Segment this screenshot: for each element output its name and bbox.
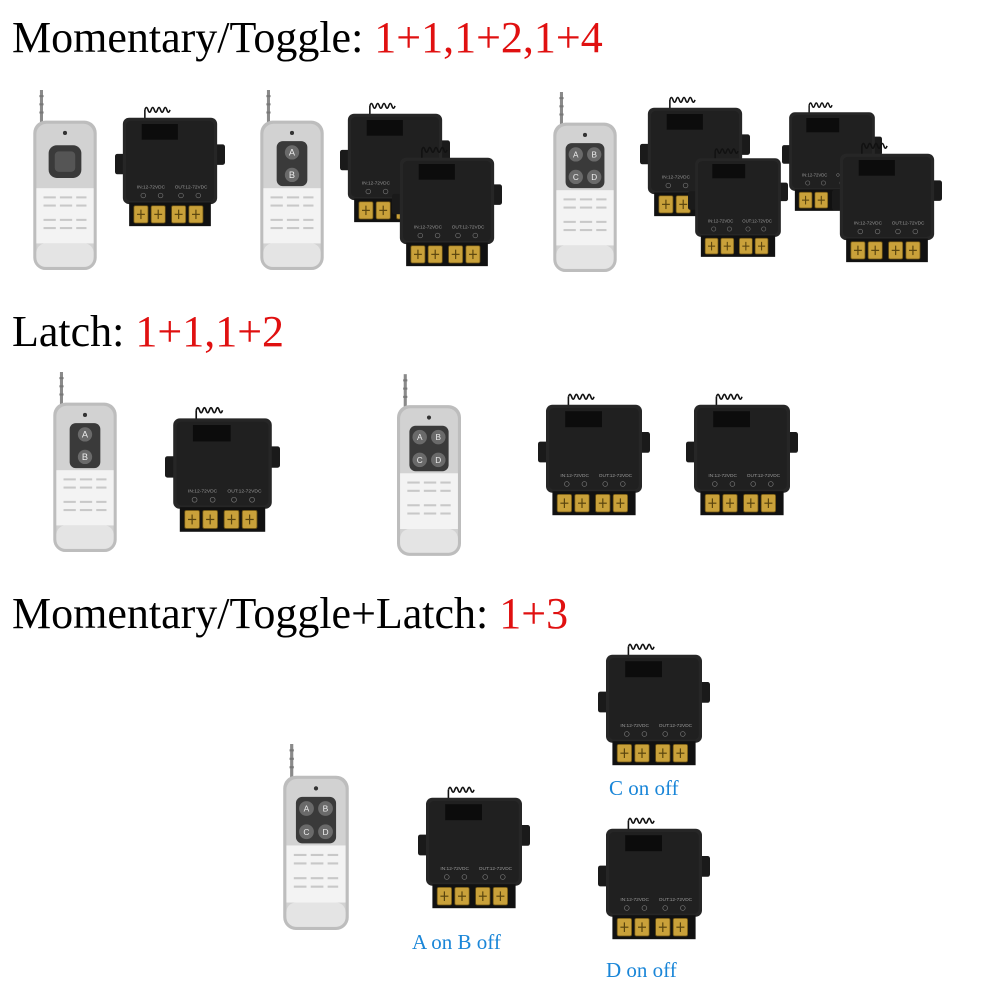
remote-four-button: A B C D xyxy=(281,742,351,932)
section-title: Momentary/Toggle+Latch: xyxy=(12,589,489,638)
caption-receiver-d: D on off xyxy=(606,958,677,982)
relay-receiver xyxy=(114,106,226,227)
remote-four-button: A B C D xyxy=(395,372,463,558)
button-label: B xyxy=(436,433,442,442)
remote-four-button: A B C D xyxy=(551,90,619,274)
section-heading-latch: Latch: 1+1,1+2 xyxy=(12,310,284,354)
button-label: A xyxy=(304,804,310,814)
relay-receiver xyxy=(685,393,799,517)
button-label: A xyxy=(82,429,89,439)
caption-receiver-c: C on off xyxy=(609,776,679,800)
section-value: 1+3 xyxy=(499,589,569,638)
button-label: D xyxy=(322,827,328,837)
button-label: C xyxy=(573,173,579,182)
button-label: A xyxy=(289,147,296,157)
caption-receiver-a: A on B off xyxy=(412,930,501,954)
button-label: B xyxy=(289,170,295,180)
section-heading-momentary-toggle: Momentary/Toggle: 1+1,1+2,1+4 xyxy=(12,16,603,60)
button-label: D xyxy=(591,173,597,182)
section-value: 1+1,1+2 xyxy=(135,307,285,356)
relay-receiver xyxy=(417,786,531,910)
section-title: Latch: xyxy=(12,307,125,356)
relay-receiver xyxy=(391,146,503,267)
button-label: A xyxy=(417,433,423,442)
relay-receiver xyxy=(831,142,943,263)
button-label: C xyxy=(417,456,423,465)
relay-receiver xyxy=(597,643,711,767)
relay-receiver xyxy=(597,817,711,941)
button-label: A xyxy=(573,150,579,159)
remote-two-button: A B xyxy=(51,370,119,554)
relay-receiver xyxy=(537,393,651,517)
section-heading-momentary-toggle-latch: Momentary/Toggle+Latch: 1+3 xyxy=(12,592,568,636)
button-label: B xyxy=(323,804,329,814)
relay-receiver xyxy=(164,406,281,533)
remote-one-button xyxy=(31,88,99,272)
section-value: 1+1,1+2,1+4 xyxy=(374,13,603,62)
button-label: C xyxy=(303,827,309,837)
button-label: B xyxy=(82,452,88,462)
section-title: Momentary/Toggle: xyxy=(12,13,364,62)
button-label: D xyxy=(435,456,441,465)
relay-receiver xyxy=(687,148,789,258)
button-label: B xyxy=(591,150,597,159)
remote-two-button: A B xyxy=(258,88,326,272)
